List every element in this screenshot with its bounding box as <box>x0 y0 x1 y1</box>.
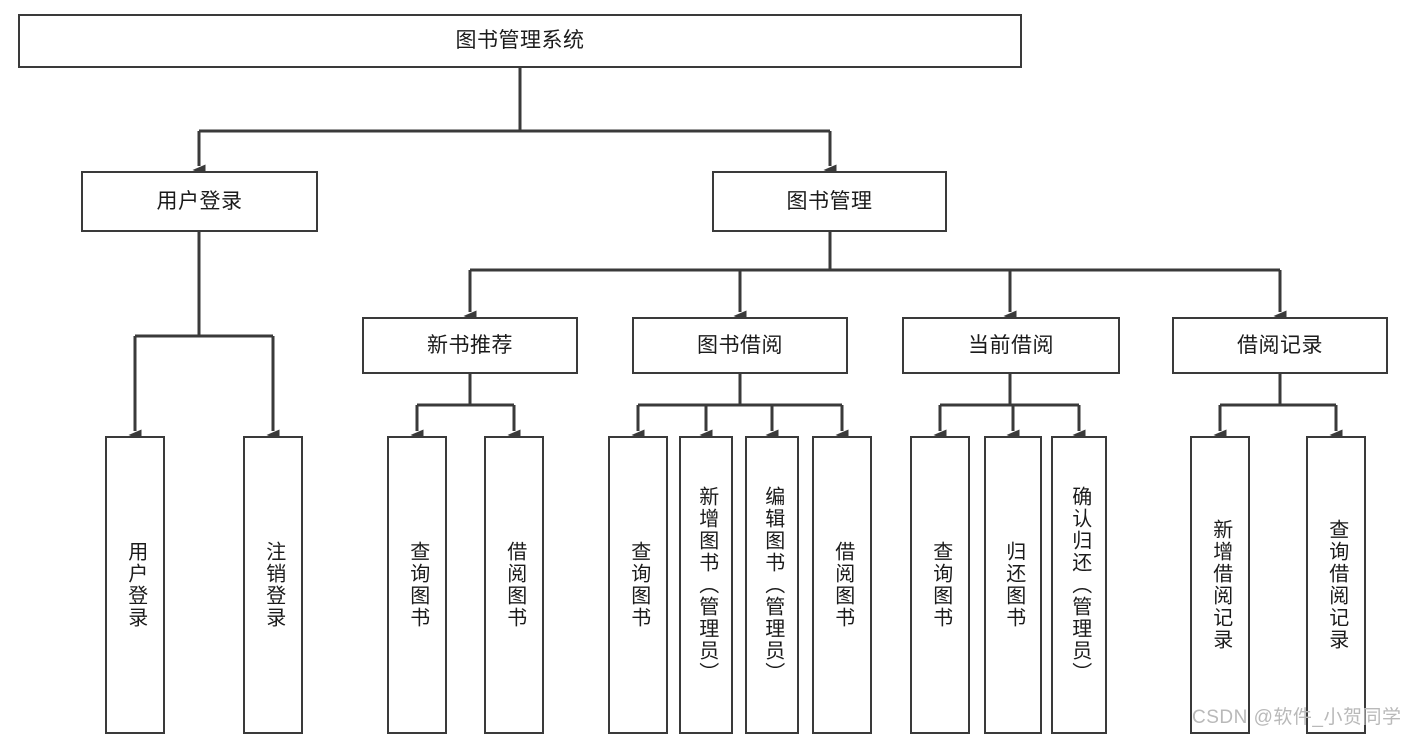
node-label-leaf-query-record: 查询借阅记录 <box>1325 519 1348 651</box>
node-new-book-recommend[interactable]: 新书推荐 <box>362 317 578 374</box>
node-label-book-borrow: 图书借阅 <box>697 333 783 357</box>
node-root-system[interactable]: 图书管理系统 <box>18 14 1022 68</box>
node-label-leaf-borrow-book-2: 借阅图书 <box>831 541 854 629</box>
node-leaf-logout[interactable]: 注销登录 <box>243 436 303 734</box>
node-label-leaf-edit-book: 编辑图书（管理员） <box>761 486 784 684</box>
edges-newbook-to-leaves <box>410 374 521 441</box>
node-label-leaf-query-book-2: 查询图书 <box>627 541 650 629</box>
node-leaf-edit-book[interactable]: 编辑图书（管理员） <box>745 436 799 734</box>
edges-booklogin-to-leaves <box>128 232 280 441</box>
node-leaf-borrow-book-1[interactable]: 借阅图书 <box>484 436 544 734</box>
node-borrow-record[interactable]: 借阅记录 <box>1172 317 1388 374</box>
node-label-leaf-return-book: 归还图书 <box>1002 541 1025 629</box>
node-leaf-query-record[interactable]: 查询借阅记录 <box>1306 436 1366 734</box>
node-label-leaf-query-book-3: 查询图书 <box>929 541 952 629</box>
node-label-leaf-add-record: 新增借阅记录 <box>1209 519 1232 651</box>
node-book-borrow[interactable]: 图书借阅 <box>632 317 848 374</box>
edges-bookmanage-to-level3 <box>463 232 1287 322</box>
node-leaf-add-book[interactable]: 新增图书（管理员） <box>679 436 733 734</box>
node-user-login[interactable]: 用户登录 <box>81 171 318 232</box>
node-label-new-book-recommend: 新书推荐 <box>427 333 513 357</box>
node-label-borrow-record: 借阅记录 <box>1237 333 1323 357</box>
node-leaf-borrow-book-2[interactable]: 借阅图书 <box>812 436 872 734</box>
node-label-leaf-logout: 注销登录 <box>262 541 285 629</box>
node-label-leaf-add-book: 新增图书（管理员） <box>695 486 718 684</box>
node-label-current-borrow: 当前借阅 <box>968 333 1054 357</box>
node-leaf-add-record[interactable]: 新增借阅记录 <box>1190 436 1250 734</box>
node-current-borrow[interactable]: 当前借阅 <box>902 317 1120 374</box>
node-book-manage[interactable]: 图书管理 <box>712 171 947 232</box>
node-leaf-confirm-return[interactable]: 确认归还（管理员） <box>1051 436 1107 734</box>
node-label-book-manage: 图书管理 <box>786 189 873 213</box>
node-label-leaf-confirm-return: 确认归还（管理员） <box>1068 486 1091 684</box>
node-leaf-return-book[interactable]: 归还图书 <box>984 436 1042 734</box>
node-label-root: 图书管理系统 <box>455 29 585 53</box>
node-leaf-user-login[interactable]: 用户登录 <box>105 436 165 734</box>
node-leaf-query-book-3[interactable]: 查询图书 <box>910 436 970 734</box>
edges-bookborrow-to-leaves <box>631 374 849 441</box>
edges-borrowrecord-to-leaves <box>1213 374 1343 441</box>
node-leaf-query-book-1[interactable]: 查询图书 <box>387 436 447 734</box>
node-label-user-login: 用户登录 <box>156 189 243 213</box>
edges-root-to-level2 <box>192 68 837 176</box>
node-label-leaf-user-login: 用户登录 <box>124 541 147 629</box>
edges-currentborrow-to-leaves <box>933 374 1086 441</box>
node-label-leaf-query-book-1: 查询图书 <box>406 541 429 629</box>
node-label-leaf-borrow-book-1: 借阅图书 <box>503 541 526 629</box>
node-leaf-query-book-2[interactable]: 查询图书 <box>608 436 668 734</box>
